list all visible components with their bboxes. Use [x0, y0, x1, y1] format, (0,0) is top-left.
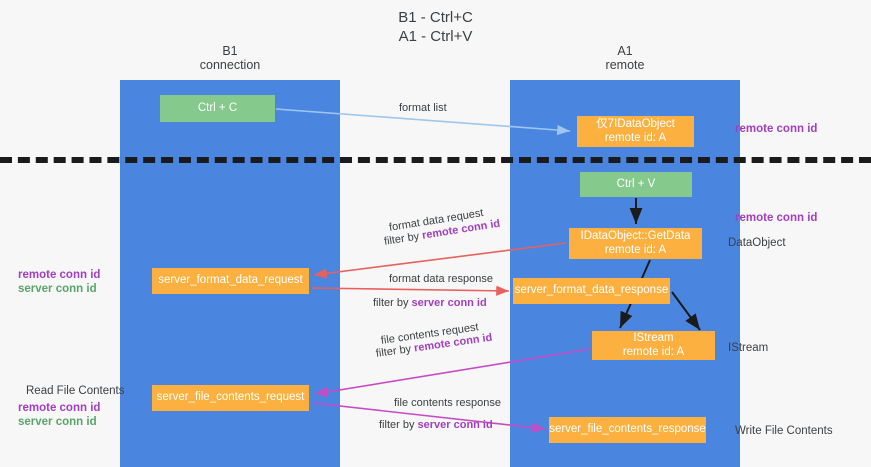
column-header-b1-subtitle: connection — [199, 58, 261, 72]
node-server-file-contents-request-label: server_file_contents_request — [156, 391, 305, 404]
edge-label-format-data-response: format data response — [389, 273, 493, 285]
side-label-left-server-conn-id-b: server conn id — [18, 416, 97, 428]
edge-label-format-data-response-filter: filter by server conn id — [373, 296, 487, 310]
node-server-format-data-response[interactable]: server_format_data_response — [513, 278, 670, 304]
side-label-left-conn-ids-top: remote conn id server conn id — [18, 268, 100, 296]
node-ctrl-c[interactable]: Ctrl + C — [160, 95, 275, 122]
node-server-file-contents-request[interactable]: server_file_contents_request — [152, 385, 309, 411]
arrow-format-data-response — [311, 285, 510, 296]
filter-prefix: filter by — [375, 342, 415, 360]
side-label-istream: IStream — [728, 342, 769, 354]
node-ctrl-v[interactable]: Ctrl + V — [580, 172, 692, 197]
column-header-a1-name: A1 — [617, 44, 633, 58]
node-istream-label: IStream — [633, 332, 674, 344]
node-server-format-data-response-label: server_format_data_response — [514, 284, 669, 297]
side-label-write-file-contents: Write File Contents — [735, 425, 833, 437]
side-label-dataobject: DataObject — [728, 237, 786, 249]
node-dataobject-label: 仅7IDataObject — [596, 118, 675, 130]
filter-key-server-conn-id: server conn id — [417, 419, 493, 431]
side-label-read-file-contents: Read File Contents — [26, 385, 125, 397]
node-dataobject[interactable]: 仅7IDataObject remote id: A — [577, 116, 694, 147]
node-server-file-contents-response-label: server_file_contents_response — [549, 423, 706, 436]
node-ctrl-c-label: Ctrl + C — [197, 101, 238, 114]
node-server-file-contents-response[interactable]: server_file_contents_response — [549, 417, 706, 443]
node-getdata-label: IDataObject::GetData — [580, 230, 691, 242]
side-label-left-remote-conn-id-b: remote conn id — [18, 402, 101, 414]
column-header-b1: B1 connection — [120, 44, 340, 72]
column-header-b1-name: B1 — [222, 44, 238, 58]
node-server-format-data-request[interactable]: server_format_data_request — [152, 268, 309, 294]
node-dataobject-sub: remote id: A — [604, 131, 667, 144]
filter-prefix: filter by — [379, 419, 418, 431]
side-label-left-remote-conn-id-a: remote conn id — [18, 269, 101, 281]
side-label-remote-conn-id-top: remote conn id — [735, 123, 818, 135]
node-server-format-data-request-label: server_format_data_request — [158, 274, 303, 287]
filter-key-server-conn-id: server conn id — [411, 297, 487, 309]
node-istream[interactable]: IStream remote id: A — [592, 331, 715, 360]
column-header-a1: A1 remote — [510, 44, 740, 72]
node-ctrl-v-label: Ctrl + V — [616, 177, 656, 190]
page-title: B1 - Ctrl+C A1 - Ctrl+V — [0, 8, 871, 46]
title-line-2: A1 - Ctrl+V — [398, 28, 473, 45]
title-line-1: B1 - Ctrl+C — [398, 9, 473, 26]
side-label-remote-conn-id-mid: remote conn id — [735, 212, 818, 224]
phase-divider — [0, 157, 871, 163]
edge-label-format-list: format list — [399, 102, 447, 114]
node-getdata[interactable]: IDataObject::GetData remote id: A — [569, 228, 702, 259]
node-istream-sub: remote id: A — [622, 345, 685, 358]
column-header-a1-subtitle: remote — [605, 58, 645, 72]
edge-label-file-contents-response-filter: filter by server conn id — [379, 418, 493, 432]
edge-label-file-contents-response: file contents response — [394, 397, 502, 409]
side-label-left-conn-ids-bottom: remote conn id server conn id — [18, 401, 100, 429]
node-getdata-sub: remote id: A — [604, 243, 667, 256]
filter-prefix: filter by — [373, 297, 412, 309]
side-label-left-server-conn-id-a: server conn id — [18, 283, 97, 295]
